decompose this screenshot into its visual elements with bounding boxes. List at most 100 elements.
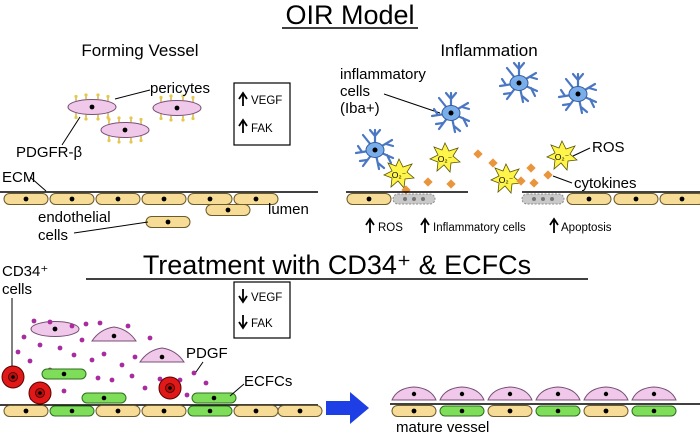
endothelial-cell	[3, 405, 49, 417]
ecfc-cell	[191, 392, 237, 404]
effect-apoptosis-text: Apoptosis	[561, 222, 612, 234]
inflam-label-1: inflammatory	[340, 66, 426, 83]
cd34-cell	[158, 376, 182, 400]
pdgfr-label: PDGFR-β	[16, 144, 82, 161]
treatment-change-fak: FAK	[238, 315, 273, 330]
forming-change-fak: FAK	[238, 118, 273, 135]
up-arrow-icon	[420, 217, 430, 233]
endothelial-cell	[3, 193, 49, 205]
endothelial-cell-loose	[145, 216, 191, 228]
cytokine-dot	[473, 149, 483, 159]
endothelial-cell	[613, 193, 659, 205]
treatment-change-fak-text: FAK	[251, 318, 273, 330]
up-arrow-icon	[238, 91, 248, 106]
ecfc-cell	[49, 405, 95, 417]
endothelial-cell	[49, 193, 95, 205]
ecfc-cell	[41, 368, 87, 380]
apoptotic-cell	[521, 193, 565, 205]
endothelial-cell	[95, 405, 141, 417]
inflammatory-cell	[557, 72, 598, 115]
ros-star: O₂⁻	[429, 142, 461, 173]
endothelial-cell	[277, 405, 323, 417]
inflam-leader	[383, 93, 441, 114]
cd34-cell	[28, 381, 52, 405]
endothelial-cell	[487, 405, 533, 417]
cytokines-label: cytokines	[574, 175, 637, 192]
pdgf-label: PDGF	[186, 345, 228, 362]
pdgf-leader	[195, 361, 204, 373]
endothelial-cell	[95, 193, 141, 205]
endothelial-label-2: cells	[38, 227, 68, 244]
inflammatory-cell	[430, 91, 471, 134]
pericyte-2	[152, 93, 202, 123]
inflam-label-2: cells	[340, 83, 370, 100]
o2-label: O₂⁻	[555, 152, 570, 162]
pericyte-1	[67, 92, 117, 122]
forming-heading: Forming Vessel	[81, 41, 198, 60]
forming-change-fak-text: FAK	[251, 123, 273, 135]
apoptotic-cell	[392, 193, 436, 205]
treatment-pericyte	[91, 326, 137, 342]
pdgf-dots	[15, 318, 209, 401]
ecm-leader	[29, 176, 47, 192]
cytokine-dot	[516, 176, 526, 186]
pericytes-leader	[114, 89, 151, 100]
treatment-heading: Treatment with CD34⁺ & ECFCs	[143, 250, 531, 280]
pericyte-3	[100, 115, 150, 145]
cytokine-dot	[488, 158, 498, 168]
up-arrow-icon	[365, 217, 375, 233]
o2-label: O₂⁻	[438, 154, 453, 164]
cytokine-dot	[543, 170, 553, 180]
endothelial-cell	[233, 405, 279, 417]
ecfc-cell	[81, 392, 127, 404]
ecfcs-label: ECFCs	[244, 373, 292, 390]
down-arrow-icon	[238, 289, 248, 304]
effect-inflammatory-text: Inflammatory cells	[433, 222, 526, 234]
pdgfr-leader	[61, 116, 81, 146]
treatment-change-vegf-text: VEGF	[251, 292, 282, 304]
cd34-label-2: cells	[2, 281, 32, 298]
inflammatory-cell	[498, 61, 539, 104]
effect-apoptosis: Apoptosis	[549, 217, 612, 234]
endothelial-cell	[346, 193, 392, 205]
ecfc-cell	[187, 405, 233, 417]
effect-ros: ROS	[365, 217, 403, 234]
endothelial-cell	[141, 193, 187, 205]
ros-star: O₂⁻	[490, 163, 522, 194]
endothelial-cell	[141, 405, 187, 417]
cd34-cell	[1, 365, 25, 389]
ros-label: ROS	[592, 139, 625, 156]
inflammatory-cell	[354, 128, 395, 171]
endothelial-cell	[187, 193, 233, 205]
cytokines-leader	[552, 175, 573, 184]
endothelial-cell-loose	[205, 204, 251, 216]
ros-star: O₂⁻	[546, 140, 578, 171]
ecm-label: ECM	[2, 169, 35, 186]
endothelial-leader	[73, 221, 149, 234]
treatment-change-vegf: VEGF	[238, 289, 282, 304]
cytokine-dot	[526, 163, 536, 173]
ecfc-cell	[535, 405, 581, 417]
endothelial-cell	[583, 405, 629, 417]
inflammation-heading: Inflammation	[440, 41, 537, 60]
mature-vessel-label: mature vessel	[396, 419, 489, 436]
inflam-label-3: (Iba+)	[340, 100, 380, 117]
cytokine-dot	[529, 178, 539, 188]
endothelial-label-1: endothelial	[38, 209, 111, 226]
cytokine-dot	[446, 179, 456, 189]
forming-change-vegf-text: VEGF	[251, 95, 282, 107]
ecfc-cell	[631, 405, 677, 417]
forming-change-vegf: VEGF	[238, 91, 282, 107]
o2-label: O₂⁻	[499, 175, 514, 185]
effect-inflammatory: Inflammatory cells	[420, 217, 526, 234]
mature-pericyte-row	[391, 386, 677, 401]
mature-vessel	[390, 386, 700, 417]
o2-label: O₂⁻	[392, 170, 407, 180]
cd34-label-1: CD34⁺	[2, 263, 48, 280]
ecfcs-leader	[229, 383, 245, 397]
up-arrow-icon	[238, 118, 248, 133]
endothelial-cell	[566, 193, 612, 205]
pericytes-label: pericytes	[150, 80, 210, 97]
cytokine-dot	[423, 177, 433, 187]
